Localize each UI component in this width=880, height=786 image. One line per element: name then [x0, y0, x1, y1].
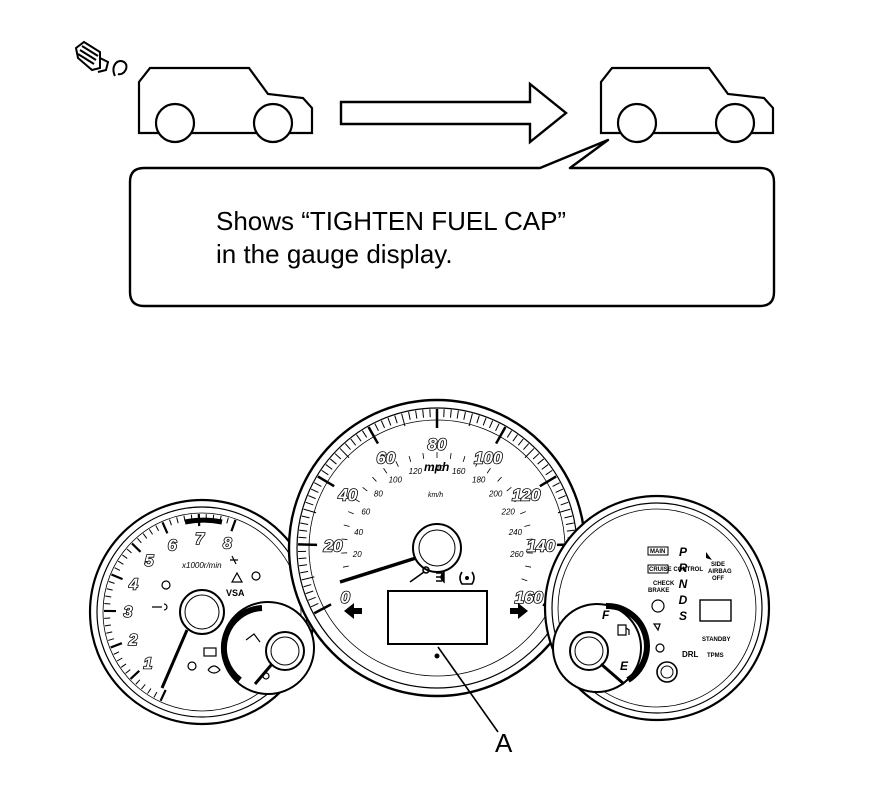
- seat-icon: [652, 623, 661, 632]
- tach-tick-label: 7: [195, 531, 205, 548]
- oil-icon: [207, 665, 221, 674]
- standby-label: STANDBY: [702, 637, 731, 643]
- kmh-tick-label: 240: [508, 528, 523, 537]
- mph-tick-label: 60: [376, 448, 395, 467]
- drl-label: DRL: [682, 650, 699, 659]
- brake-label: BRAKE: [648, 588, 669, 594]
- temperature-gauge: [220, 601, 315, 695]
- callout-line-1: Shows “TIGHTEN FUEL CAP”: [216, 206, 567, 236]
- kmh-tick-label: 220: [501, 508, 516, 517]
- tach-tick-label: 3: [124, 604, 133, 621]
- kmh-tick-label: 160: [452, 467, 466, 476]
- mph-tick-label: 80: [428, 435, 447, 454]
- tach-tick-label: 6: [168, 537, 177, 554]
- mph-tick-label: 40: [337, 485, 357, 504]
- cruise-main: MAIN: [650, 549, 665, 555]
- vsa-label: VSA: [226, 588, 245, 598]
- tach-unit: x1000r/min: [181, 561, 222, 570]
- unit-kmh: km/h: [428, 492, 443, 499]
- cruise-control: CRUISE CONTROL: [649, 567, 703, 573]
- mph-tick-label: 140: [527, 536, 556, 555]
- kmh-tick-label: 260: [509, 550, 524, 559]
- callout-label-a: A: [495, 728, 513, 758]
- tach-tick-label: 2: [128, 632, 138, 649]
- airbag-person-icon: [706, 552, 712, 560]
- check-label: CHECK: [653, 581, 675, 587]
- trip-knob[interactable]: [656, 661, 678, 683]
- coolant-icon: [245, 633, 261, 643]
- airbag-icon: [187, 661, 197, 671]
- callout-text: Shows “TIGHTEN FUEL CAP” in the gauge di…: [216, 205, 736, 271]
- gear-label: R: [679, 561, 688, 575]
- tach-tick-label: 4: [128, 577, 138, 594]
- key-icon: [152, 603, 168, 611]
- battery-icon: [203, 647, 217, 657]
- side-airbag-1: SIDE: [711, 562, 725, 568]
- gear-label: N: [679, 577, 688, 591]
- fog-icon: [251, 571, 261, 581]
- fuel-empty: E: [620, 659, 629, 673]
- mph-tick-label: 120: [512, 485, 541, 504]
- car-icon: [137, 66, 314, 144]
- warning-icon: [230, 571, 244, 583]
- gear-label: S: [679, 609, 687, 623]
- tpms-icon: [459, 571, 475, 585]
- callout-line-2: in the gauge display.: [216, 239, 453, 269]
- kmh-tick-label: 100: [389, 476, 403, 485]
- kmh-tick-label: 80: [374, 490, 383, 499]
- kmh-tick-label: 40: [354, 528, 363, 537]
- headlight-icon: [230, 555, 238, 565]
- callout-bubble: [128, 138, 776, 308]
- mph-tick-label: 20: [323, 536, 343, 555]
- tach-tick-label: 8: [223, 535, 232, 552]
- leader-line: [437, 646, 499, 733]
- fuel-full: F: [602, 608, 610, 622]
- gauge-display: [387, 590, 488, 645]
- kmh-tick-label: 60: [361, 508, 370, 517]
- arrow-right-icon: [339, 81, 568, 145]
- mph-tick-label: 0: [340, 588, 350, 607]
- turn-right-icon: [510, 603, 528, 619]
- brake-icon: [651, 599, 665, 613]
- side-airbag-3: OFF: [712, 576, 724, 582]
- kmh-tick-label: 20: [352, 550, 362, 559]
- seatbelt-icon: [161, 580, 171, 590]
- fuel-pump-icon: [617, 624, 630, 636]
- mph-tick-label: 100: [474, 448, 503, 467]
- car-icon: [599, 66, 775, 144]
- kmh-tick-label: 180: [472, 476, 486, 485]
- gear-label: P: [679, 545, 688, 559]
- mph-tick-label: 160: [515, 588, 544, 607]
- turn-left-icon: [344, 603, 362, 619]
- speedometer: 0 20 40 60 80 100 120 140 160 20 40 60 80 100 120 140 1…: [287, 398, 587, 698]
- unit-mph: mph: [424, 460, 449, 474]
- kmh-tick-label: 120: [409, 467, 423, 476]
- side-airbag-2: AIRBAG: [708, 569, 732, 575]
- headlight-icon: [436, 570, 445, 584]
- wrench-icon: [409, 566, 430, 583]
- gear-label: D: [679, 593, 688, 607]
- fuel-cap-icon: [74, 40, 128, 77]
- tpms-label: TPMS: [707, 653, 724, 659]
- tach-tick-label: 5: [145, 553, 155, 570]
- kmh-tick-label: 140: [430, 464, 444, 473]
- tach-tick-label: 1: [144, 656, 153, 673]
- kmh-tick-label: 200: [488, 490, 503, 499]
